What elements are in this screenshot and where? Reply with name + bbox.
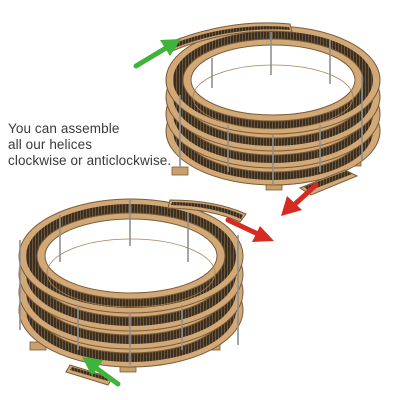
upper-helix-entry-ramp (167, 22, 293, 52)
red-arrow (281, 182, 319, 216)
red-arrow (225, 217, 274, 242)
green-arrow (82, 357, 121, 387)
caption-line: You can assemble (8, 121, 120, 136)
lower-helix-columns (19, 200, 239, 365)
caption-line: clockwise or anticlockwise. (8, 153, 172, 168)
lower-helix (18, 198, 247, 386)
lower-helix-levels (18, 198, 244, 368)
upper-helix-columns (179, 32, 363, 184)
green-arrow (133, 39, 181, 69)
caption-text: You can assemble all our helices clockwi… (8, 121, 171, 169)
upper-helix (165, 22, 381, 196)
caption-line: all our helices (8, 137, 93, 152)
